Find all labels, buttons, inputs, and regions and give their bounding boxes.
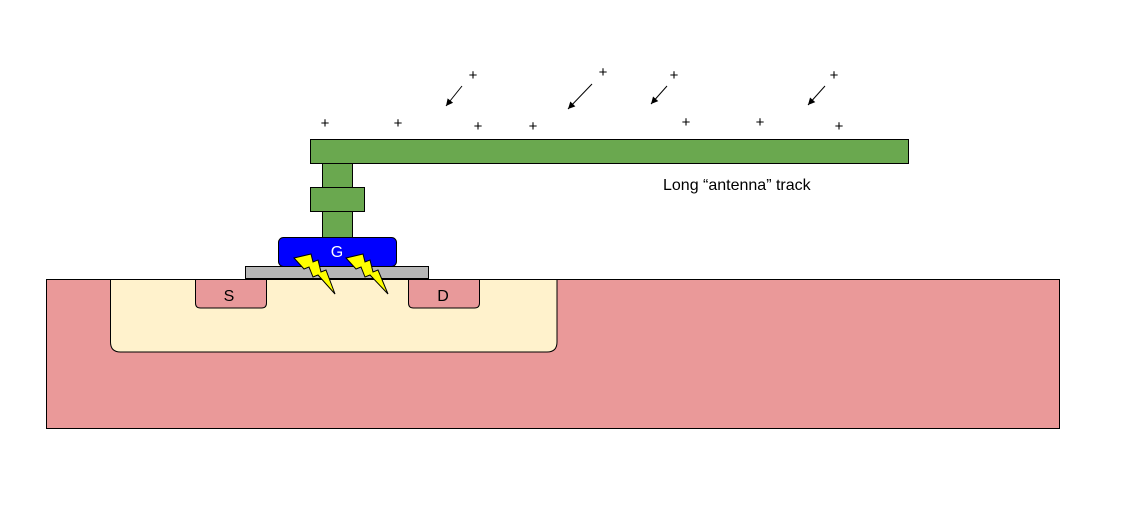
- charge-plus: +: [599, 64, 608, 81]
- source-label: S: [224, 288, 235, 305]
- antenna-label: Long “antenna” track: [663, 177, 812, 194]
- charge-plus: +: [670, 67, 679, 84]
- charge-plus: +: [756, 114, 765, 131]
- antenna-track: [310, 139, 909, 164]
- arrow-icon: [567, 83, 593, 110]
- drain-diffusion: [408, 280, 480, 309]
- charge-plus: +: [835, 118, 844, 135]
- charge-plus: +: [529, 118, 538, 135]
- metal-pad: [310, 187, 365, 212]
- arrow-icon: [650, 85, 668, 105]
- via-upper: [322, 163, 353, 188]
- gate-oxide: [245, 266, 429, 279]
- via-lower: [322, 211, 353, 238]
- charges: + + + + + + + + + + +: [321, 64, 844, 135]
- charge-plus: +: [469, 67, 478, 84]
- charge-arrows: [445, 83, 826, 110]
- charge-plus: +: [830, 67, 839, 84]
- arrow-icon: [807, 85, 826, 106]
- charge-plus: +: [682, 114, 691, 131]
- charge-plus: +: [474, 118, 483, 135]
- drain-label: D: [437, 288, 449, 305]
- gate-label: G: [331, 244, 343, 261]
- arrow-icon: [445, 85, 463, 107]
- lightning-bolt-icon: [293, 253, 336, 295]
- source-diffusion: [195, 280, 267, 309]
- charge-plus: +: [321, 115, 330, 132]
- lightning-bolt-icon: [345, 253, 389, 295]
- charge-plus: +: [394, 115, 403, 132]
